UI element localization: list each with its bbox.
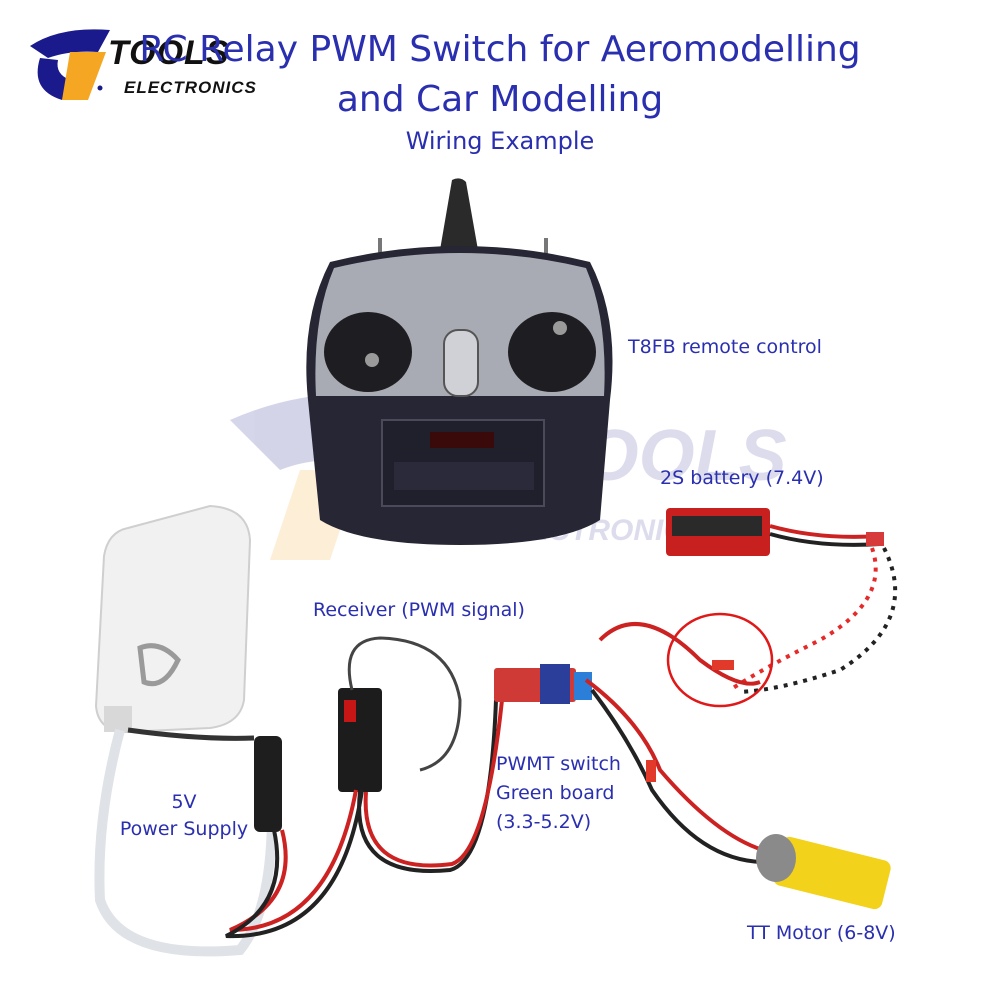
switch-label: PWMT switch Green board (3.3-5.2V)	[496, 752, 621, 835]
page-title-line-2: and Car Modelling	[336, 79, 664, 120]
power-supply-label: 5V Power Supply	[112, 790, 256, 842]
logo-mark	[30, 29, 110, 100]
receiver-label: Receiver (PWM signal)	[313, 599, 525, 621]
logo-subtext: ELECTRONICS	[124, 78, 257, 97]
dc-plug	[254, 736, 282, 832]
power-supply-label-line-2: Power Supply	[119, 818, 249, 840]
switch-label-line-1: PWMT switch	[496, 753, 621, 775]
battery-label: 2S battery (7.4V)	[660, 467, 824, 489]
highlight-circle	[666, 612, 774, 708]
page-subtitle: Wiring Example	[405, 127, 595, 155]
tt-motor-image	[756, 834, 891, 910]
power-cable	[94, 728, 277, 957]
battery-image	[666, 508, 884, 556]
remote-label: T8FB remote control	[628, 336, 822, 358]
switch-label-line-2: Green board	[496, 782, 615, 804]
power-bank-image	[94, 504, 252, 734]
logo-text: TOOLS	[108, 34, 230, 72]
pwm-switch-image	[494, 664, 592, 704]
motor-label: TT Motor (6-8V)	[747, 922, 896, 944]
battery-dotted-black	[739, 547, 898, 694]
power-supply-label-line-1: 5V	[171, 791, 197, 813]
remote-control-image	[306, 178, 613, 545]
motor-wire	[584, 678, 771, 854]
receiver-image	[338, 636, 462, 792]
page-title: RC Relay PWM Switch for Aeromodelling	[139, 29, 861, 70]
switch-label-line-3: (3.3-5.2V)	[496, 811, 592, 833]
battery-dotted-red	[728, 547, 878, 692]
